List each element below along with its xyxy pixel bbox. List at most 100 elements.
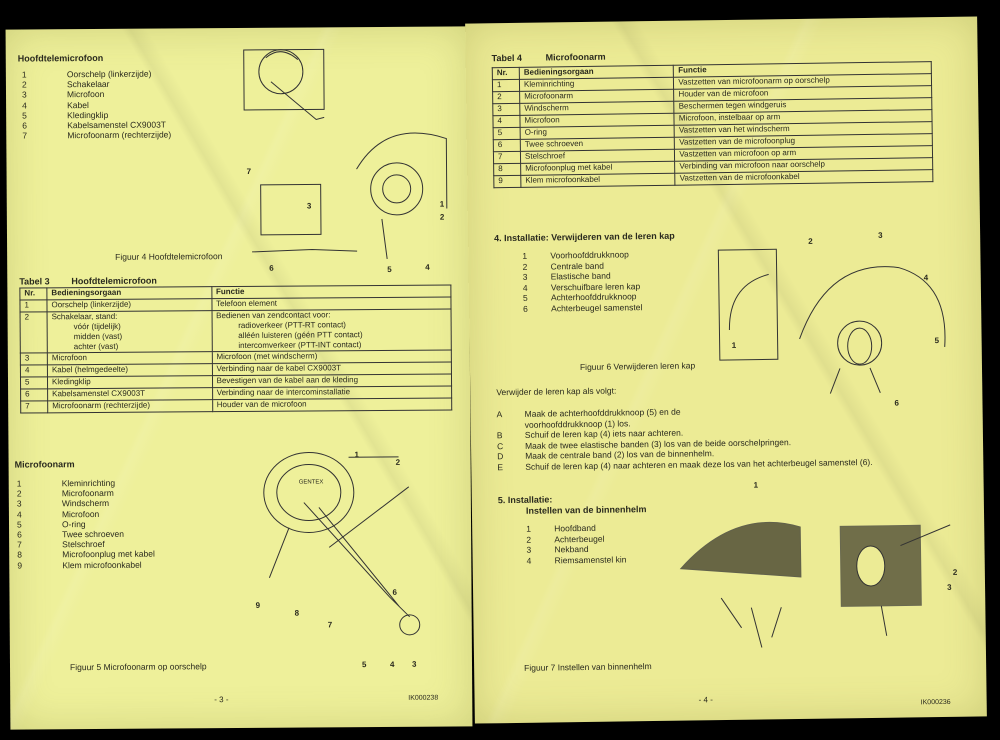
item-number: 5 <box>22 110 27 121</box>
item-label: Klem microfoonkabel <box>62 559 142 570</box>
cell-nr: 5 <box>493 127 521 140</box>
cell-nr: 4 <box>20 364 48 378</box>
cell-text: Kabel (helmgedeelte) <box>51 364 129 375</box>
figure-callout-number: 5 <box>934 336 940 346</box>
figure-callout-number: 5 <box>361 660 367 670</box>
item-label: Centrale band <box>550 260 605 271</box>
figure-4-drawing <box>243 48 448 260</box>
figure-5-caption: Figuur 5 Microfoonarm op oorschelp <box>69 661 207 673</box>
cell-nr: 8 <box>493 163 521 176</box>
section-title-microfoonarm: Microfoonarm <box>14 459 75 470</box>
cell-text: Microfoon <box>51 353 88 363</box>
cell-text: Klem microfoonkabel <box>525 174 601 185</box>
figure-callout-number: 3 <box>946 582 952 592</box>
figure-6-drawing <box>717 248 946 394</box>
item-number: D <box>497 451 504 462</box>
item-number: 5 <box>522 292 528 303</box>
cell-text: Stelschroef <box>524 151 566 161</box>
item-number: 3 <box>526 544 532 555</box>
item-number: A <box>496 409 503 420</box>
item-label: Stelschroef <box>62 539 105 550</box>
section-5-title: 5. Installatie: <box>497 494 553 506</box>
cell-nr: 2 <box>492 91 520 104</box>
item-label: Microfoonarm <box>61 488 114 499</box>
cell-functie: Bedienen van zendcontact voor:radioverke… <box>211 309 452 352</box>
item-number: 6 <box>22 120 28 131</box>
cell-functie: Vastzetten van de microfoonkabel <box>675 169 933 186</box>
cell-text: Verbinding naar de intercominstallatie <box>216 387 351 398</box>
item-number: 1 <box>522 250 528 261</box>
item-label: Kabel <box>67 99 89 110</box>
cell-nr: 1 <box>492 79 520 92</box>
section-4-title: 4. Installatie: Verwijderen van de leren… <box>494 230 675 244</box>
figure-callout-number: 1 <box>354 450 360 460</box>
figure-callout-number: 2 <box>952 567 958 577</box>
figure-7-caption: Figuur 7 Instellen van binnenhelm <box>524 661 652 673</box>
column-header: Nr. <box>492 67 520 80</box>
item-number: 8 <box>17 549 22 560</box>
figure-callout-number: 9 <box>255 600 261 610</box>
cell-nr: 6 <box>493 139 521 152</box>
item-label: Riemsamenstel kin <box>554 553 627 565</box>
cell-nr: 1 <box>19 299 48 313</box>
figure-callout-number: 3 <box>306 201 312 211</box>
headset-inset <box>243 48 325 121</box>
right-page: Tabel 4 Microfoonarm Nr.Bedieningsorgaan… <box>465 16 987 724</box>
figure-callout-number: 2 <box>439 212 445 222</box>
figure-callout-number: 4 <box>389 659 395 669</box>
section-5-subtitle: Instellen van de binnenhelm <box>525 504 647 516</box>
cell-text: Telefoon element <box>216 298 278 309</box>
item-number: 3 <box>16 498 22 509</box>
item-label: O-ring <box>61 518 86 530</box>
figure-callout-number: 7 <box>327 620 333 630</box>
figure-callout-number: 4 <box>923 273 929 283</box>
table4-label: Tabel 4 <box>491 52 523 64</box>
item-number: 4 <box>526 555 532 566</box>
doc-code-left: IK000238 <box>408 694 439 702</box>
cell-nr: 3 <box>492 103 520 116</box>
page-number-left: - 3 - <box>214 695 229 705</box>
item-number <box>497 419 525 430</box>
item-number: 1 <box>526 523 532 534</box>
cell-text: Kabelsamenstel CX9003T <box>52 388 146 399</box>
figure-callout-number: 2 <box>395 457 401 467</box>
figure-callout-number: 6 <box>392 587 397 597</box>
item-label: Microfoon <box>66 89 105 100</box>
cell-text: Microfoonarm <box>524 91 574 101</box>
item-number: 2 <box>522 261 528 272</box>
item-number: 6 <box>523 303 528 314</box>
cell-nr: 7 <box>20 400 48 414</box>
item-label: Oorschelp (linkerzijde) <box>66 68 152 80</box>
item-number: 5 <box>16 519 22 530</box>
sub-option: achter (vast) <box>73 341 119 352</box>
cell-text: O-ring <box>524 127 547 137</box>
cell-text: Bevestigen van de kabel aan de kleding <box>216 375 359 386</box>
cell-nr: 7 <box>493 151 521 164</box>
item-number: C <box>496 440 504 451</box>
cell-text: Microfoonarm (rechterzijde) <box>52 400 151 411</box>
table3-title: Hoofdtelemicrofoon <box>71 275 157 287</box>
column-header: Nr. <box>19 287 47 301</box>
item-label: Achterbeugel <box>554 533 605 544</box>
item-number: 6 <box>17 529 22 540</box>
figure-callout-number: 6 <box>894 398 899 408</box>
figure-callout-number: 3 <box>878 230 883 240</box>
item-label: Voorhoofddrukknoop <box>550 249 629 261</box>
section-title-hoofdtelemicrofoon: Hoofdtelemicrofoon <box>17 52 104 64</box>
item-number: 7 <box>17 539 22 550</box>
cell-nr: 9 <box>493 175 521 188</box>
item-number: 1 <box>16 478 22 489</box>
item-label: Twee schroeven <box>62 528 125 540</box>
item-label: Kledingklip <box>67 109 109 121</box>
figure-callout-number: 7 <box>246 166 252 176</box>
